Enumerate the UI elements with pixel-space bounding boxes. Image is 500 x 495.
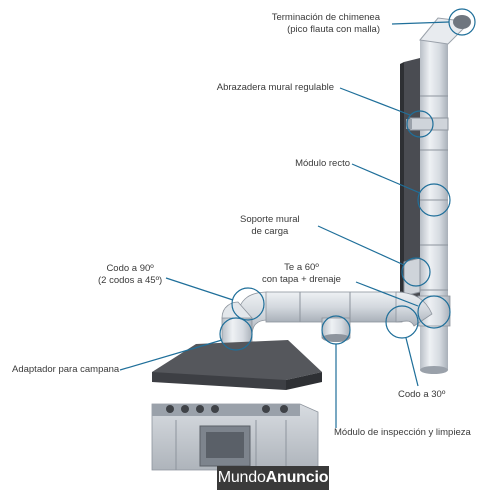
label-terminacion-line1: Terminación de chimenea bbox=[271, 12, 380, 23]
callout-adaptador bbox=[219, 317, 253, 351]
label-codo30-text: Codo a 30º bbox=[398, 389, 446, 400]
label-soporte: Soporte mural de carga bbox=[240, 214, 300, 238]
label-terminacion-line2: (pico flauta con malla) bbox=[287, 24, 380, 35]
watermark-logo: MundoAnuncio bbox=[217, 466, 329, 490]
wall-panel-edge bbox=[400, 62, 404, 318]
extractor-hood bbox=[152, 340, 322, 390]
label-adaptador: Adaptador para campana bbox=[12, 364, 119, 376]
kitchen-stove bbox=[151, 403, 319, 471]
watermark-part2: Anuncio bbox=[265, 469, 329, 486]
callouts bbox=[119, 8, 476, 428]
label-codo90: Codo a 90º (2 codos a 45º) bbox=[98, 263, 162, 287]
label-codo90-line2: (2 codos a 45º) bbox=[98, 275, 163, 286]
label-soporte-line1: Soporte mural bbox=[240, 214, 300, 225]
callout-te60 bbox=[417, 295, 451, 329]
label-modulo-recto: Módulo recto bbox=[295, 158, 350, 170]
horizontal-flue bbox=[221, 291, 433, 351]
label-terminacion: Terminación de chimenea (pico flauta con… bbox=[272, 12, 380, 36]
label-adaptador-text: Adaptador para campana bbox=[12, 364, 120, 375]
callout-codo30 bbox=[385, 305, 419, 339]
label-codo30: Codo a 30º bbox=[398, 389, 445, 401]
label-soporte-line2: de carga bbox=[251, 226, 289, 237]
label-te60-line1: Te a 60º bbox=[284, 262, 319, 273]
label-abrazadera: Abrazadera mural regulable bbox=[217, 82, 334, 94]
callout-modulo-recto bbox=[417, 183, 451, 217]
label-te60: Te a 60º con tapa + drenaje bbox=[262, 262, 341, 286]
watermark-part1: Mundo bbox=[217, 469, 266, 486]
callout-codo90 bbox=[231, 287, 265, 321]
label-te60-line2: con tapa + drenaje bbox=[262, 274, 341, 285]
callout-abrazadera bbox=[406, 110, 434, 138]
label-abrazadera-text: Abrazadera mural regulable bbox=[216, 82, 334, 93]
label-modulo-inspeccion-text: Módulo de inspección y limpieza bbox=[334, 427, 471, 438]
label-modulo-recto-text: Módulo recto bbox=[295, 158, 350, 169]
label-codo90-line1: Codo a 90º bbox=[106, 263, 154, 274]
label-modulo-inspeccion: Módulo de inspección y limpieza bbox=[334, 427, 471, 439]
callout-soporte bbox=[401, 257, 431, 287]
